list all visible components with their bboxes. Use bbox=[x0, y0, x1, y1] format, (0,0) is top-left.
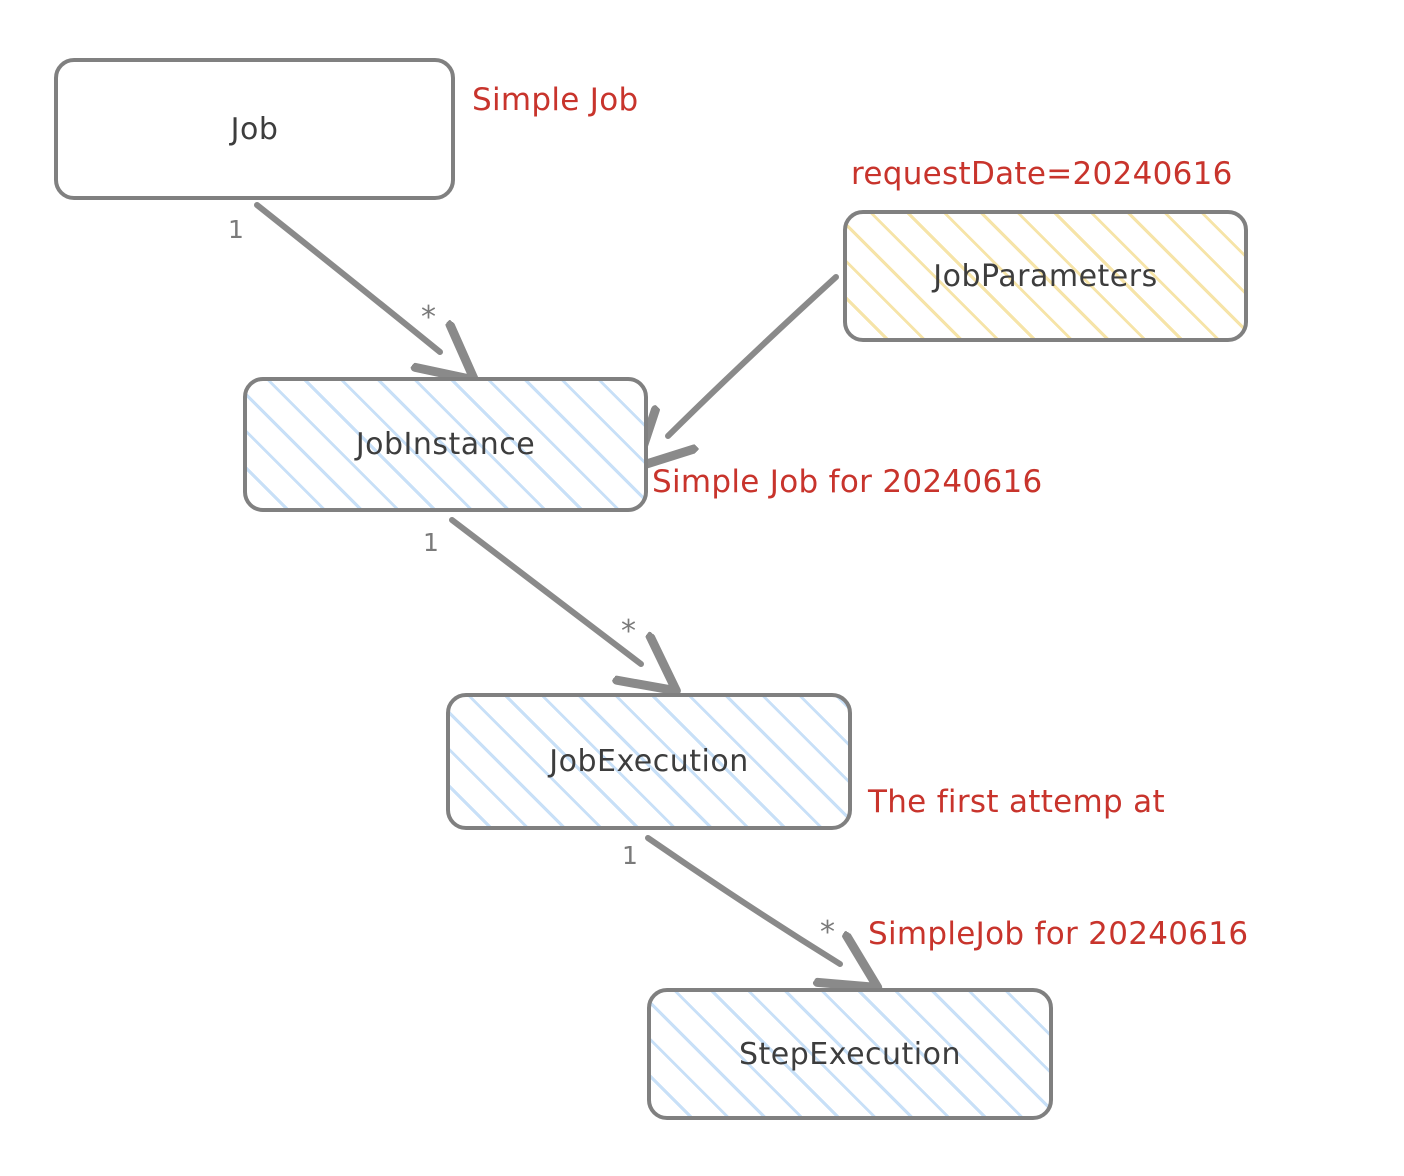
edge-label-job-execution-source-multiplicity: 1 bbox=[622, 841, 638, 870]
node-step-execution-label: StepExecution bbox=[738, 1036, 962, 1072]
edge-job-execution-to-step-execution bbox=[645, 835, 840, 964]
node-job-instance[interactable]: JobInstance bbox=[243, 377, 648, 512]
annotation-simple-job-for-date: Simple Job for 20240616 bbox=[652, 464, 1043, 500]
annotation-first-attempt: The first attemp at SimpleJob for 202406… bbox=[868, 692, 1248, 1044]
node-job-parameters[interactable]: JobParameters bbox=[843, 210, 1248, 342]
edge-label-job-instance-source-multiplicity: 1 bbox=[423, 528, 439, 557]
edge-job-instance-to-job-execution bbox=[449, 517, 641, 664]
annotation-simple-job: Simple Job bbox=[472, 82, 639, 118]
edge-label-step-execution-target-multiplicity: * bbox=[820, 915, 835, 950]
edge-label-job-instance-target-multiplicity: * bbox=[421, 300, 436, 335]
node-step-execution[interactable]: StepExecution bbox=[647, 988, 1053, 1120]
node-job-label: Job bbox=[230, 111, 279, 147]
node-job-execution-label: JobExecution bbox=[549, 744, 749, 779]
node-job[interactable]: Job bbox=[54, 58, 455, 200]
node-job-execution[interactable]: JobExecution bbox=[446, 693, 852, 830]
annotation-request-date: requestDate=20240616 bbox=[851, 156, 1233, 192]
node-job-instance-label: JobInstance bbox=[355, 427, 536, 462]
edge-job-parameters-to-job-instance bbox=[668, 274, 839, 436]
edge-label-job-execution-target-multiplicity: * bbox=[621, 614, 636, 649]
edge-job-to-job-instance bbox=[254, 202, 440, 352]
annotation-first-attempt-line2: SimpleJob for 20240616 bbox=[868, 916, 1249, 953]
edge-label-job-source-multiplicity: 1 bbox=[228, 215, 244, 244]
node-job-parameters-label: JobParameters bbox=[933, 258, 1158, 294]
annotation-first-attempt-line1: The first attemp at bbox=[868, 784, 1165, 821]
